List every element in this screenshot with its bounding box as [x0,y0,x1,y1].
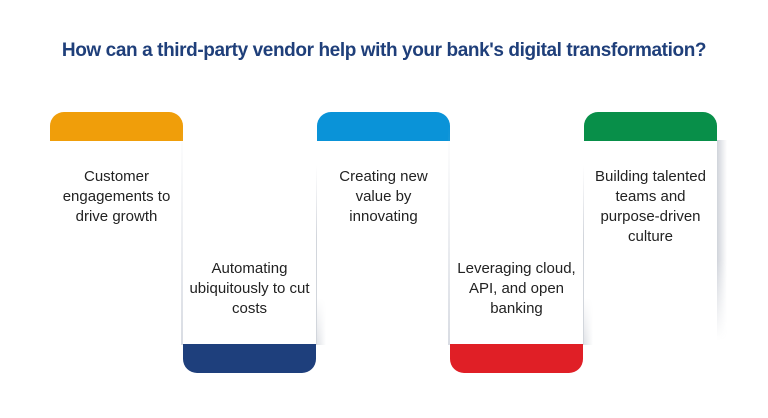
card-color-bar [584,112,717,141]
card-text: Automating ubiquitously to cut costs [189,260,310,317]
card-customer-engagement: Customer engagements to drive growth [50,112,183,360]
card-color-bar [183,344,316,373]
card-talent-culture: Building talented teams and purpose-driv… [584,112,717,360]
card-text: Building talented teams and purpose-driv… [595,168,706,245]
card-text: Creating new value by innovating [339,168,428,225]
page-title: How can a third-party vendor help with y… [61,40,707,61]
card-text: Leveraging cloud, API, and open banking [457,260,576,317]
card-cloud-api: Leveraging cloud, API, and open banking [448,125,583,373]
card-text: Customer engagements to drive growth [62,168,171,225]
card-color-bar [50,112,183,141]
card-automation: Automating ubiquitously to cut costs [181,125,316,373]
card-color-bar [450,344,583,373]
card-innovation: Creating new value by innovating [317,112,450,360]
card-color-bar [317,112,450,141]
